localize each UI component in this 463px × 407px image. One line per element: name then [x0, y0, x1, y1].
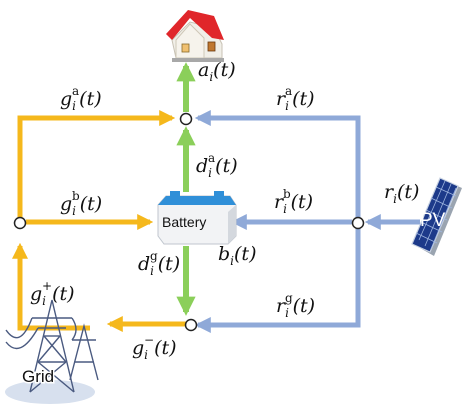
- battery-icon: Battery: [157, 191, 237, 245]
- pv-flows: [194, 109, 420, 334]
- battery-label: Battery: [162, 214, 206, 230]
- grid-tower-icon: Grid: [5, 299, 99, 404]
- label-g-minus: gi−(t): [132, 333, 177, 362]
- flow-g-plus-line: [11, 242, 90, 331]
- label-d-g: dig(t): [138, 249, 180, 278]
- label-a: ai(t): [198, 59, 236, 84]
- pv-label: PV: [420, 210, 446, 231]
- pv-panel-icon: PV: [411, 177, 462, 256]
- junction-left: [13, 216, 27, 230]
- house-icon: [166, 10, 224, 62]
- label-g-a: gia(t): [60, 84, 102, 113]
- junctions: [13, 112, 365, 332]
- grid-flows: [11, 109, 186, 333]
- junction-bottom: [184, 318, 198, 332]
- label-b: bi(t): [218, 243, 256, 268]
- label-r-g: rig(t): [276, 291, 315, 320]
- flow-labels: ai(t) gia(t) ria(t) dia(t) gib(t) rib(t)…: [30, 59, 419, 362]
- label-g-b: gib(t): [60, 189, 102, 218]
- label-d-a: dia(t): [196, 151, 238, 180]
- flow-r-a-line: [194, 109, 361, 222]
- flow-g-a-line: [17, 109, 176, 222]
- label-r-b: rib(t): [274, 187, 313, 216]
- label-r: ri(t): [384, 181, 419, 206]
- label-g-plus: gi+(t): [30, 279, 75, 308]
- grid-label: Grid: [22, 367, 54, 386]
- flow-r-g-line: [194, 228, 361, 334]
- junction-home: [179, 112, 193, 126]
- junction-right: [351, 216, 365, 230]
- label-r-a: ria(t): [276, 84, 315, 113]
